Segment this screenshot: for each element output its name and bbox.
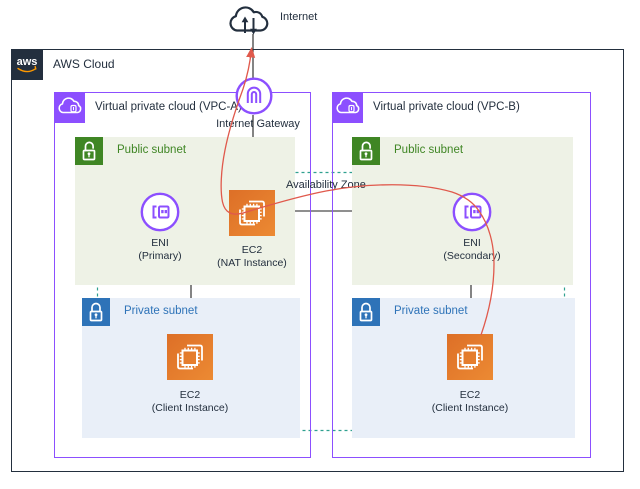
ec2-nat-instance-label: EC2 (NAT Instance) [192, 244, 312, 270]
vpc-b-private-subnet-icon [352, 298, 380, 326]
vpc-b-icon [332, 92, 363, 123]
vpc-a-public-subnet-label: Public subnet [117, 144, 187, 156]
aws-logo-text: aws [17, 56, 38, 68]
aws-cloud-label: AWS Cloud [53, 57, 115, 71]
aws-logo-icon: aws [11, 49, 43, 80]
ec2-client-b-label-line2: (Client Instance) [431, 402, 509, 414]
ec2-nat-label-line2: (NAT Instance) [217, 257, 287, 269]
internet-gateway-label: Internet Gateway [216, 118, 300, 130]
eni-primary-icon [140, 192, 180, 232]
vpc-b-label: Virtual private cloud (VPC-B) [373, 101, 520, 113]
vpc-b-private-subnet-label: Private subnet [394, 305, 468, 317]
ec2-nat-instance-icon [229, 190, 275, 236]
eni-secondary-icon [452, 192, 492, 232]
vpc-b-public-subnet-icon [352, 137, 380, 165]
internet-label: Internet [280, 11, 318, 23]
eni-secondary-label: ENI (Secondary) [422, 237, 522, 263]
ec2-client-a-label-line2: (Client Instance) [151, 402, 229, 414]
eni-secondary-label-line1: ENI [463, 237, 481, 249]
ec2-client-b-label: EC2 (Client Instance) [410, 389, 530, 415]
vpc-a-label: Virtual private cloud (VPC-A) [95, 101, 242, 113]
ec2-client-a-icon [167, 334, 213, 380]
vpc-a-public-subnet-icon [75, 137, 103, 165]
ec2-client-a-label-line1: EC2 [179, 389, 201, 401]
internet-icon [226, 3, 272, 35]
vpc-b-public-subnet-label: Public subnet [394, 144, 464, 156]
vpc-a-private-subnet-label: Private subnet [124, 305, 198, 317]
ec2-nat-label-line1: EC2 [241, 244, 263, 256]
vpc-a-icon [54, 92, 85, 123]
internet-gateway-icon [235, 77, 273, 115]
ec2-client-b-label-line1: EC2 [459, 389, 481, 401]
ec2-client-b-icon [447, 334, 493, 380]
vpc-a-private-subnet-icon [82, 298, 110, 326]
eni-secondary-label-line2: (Secondary) [443, 250, 501, 262]
ec2-client-a-label: EC2 (Client Instance) [130, 389, 250, 415]
availability-zone-label: Availability Zone [286, 179, 366, 191]
